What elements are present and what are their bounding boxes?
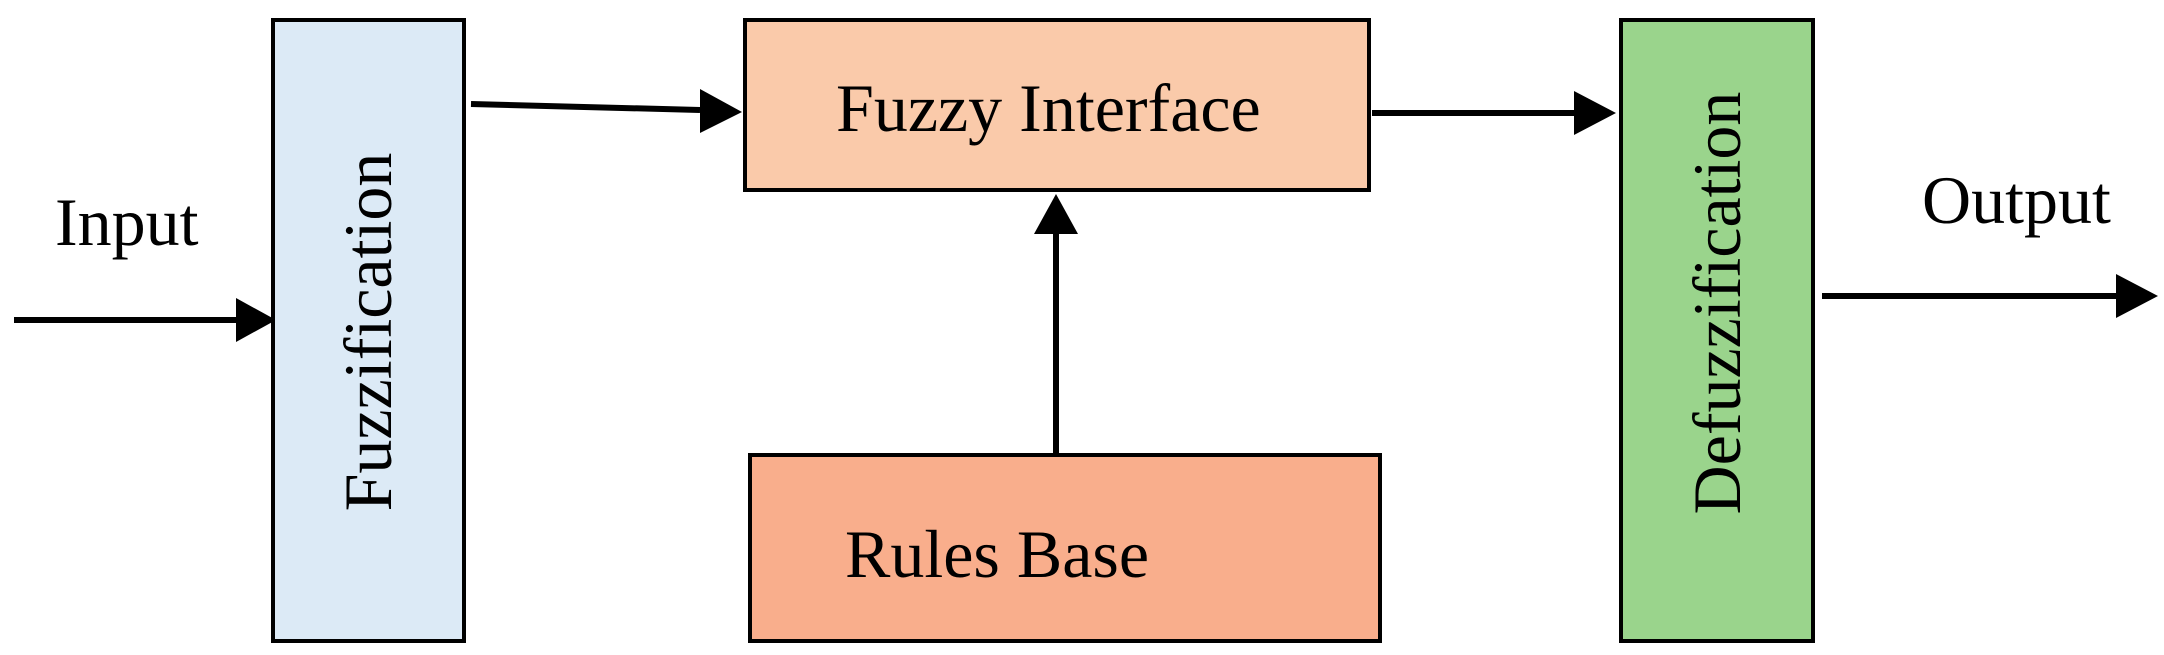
interface-to-defuzzification-arrow: [1372, 91, 1616, 135]
input-label: Input: [55, 184, 199, 260]
fuzzy-interface-label: Fuzzy Interface: [836, 70, 1261, 146]
rules-base-label: Rules Base: [845, 516, 1150, 592]
input-arrow: [14, 298, 276, 342]
output-arrow: [1822, 274, 2158, 318]
fuzzy-interface-block: [743, 18, 1371, 192]
fuzzification-block: [271, 18, 466, 643]
rules-base-block: [748, 453, 1382, 643]
rules-to-interface-arrow: [1034, 194, 1078, 455]
fuzzification-label: Fuzzification: [330, 152, 406, 512]
fuzzification-to-interface-arrow: [470, 89, 742, 133]
output-label: Output: [1922, 162, 2111, 238]
defuzzification-label: Defuzzification: [1679, 91, 1755, 515]
defuzzification-block: [1619, 18, 1815, 643]
